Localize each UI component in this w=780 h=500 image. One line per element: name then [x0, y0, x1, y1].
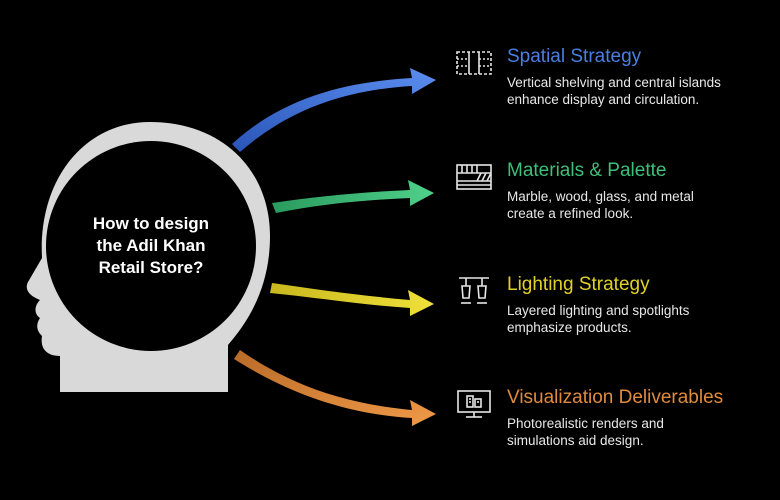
arrow-lighting-strategy [270, 283, 434, 316]
branch-title: Materials & Palette [507, 160, 667, 181]
central-question-line-2: the Adil Khan [96, 236, 206, 255]
central-question-line-1: How to design [92, 214, 210, 233]
branch-description-line: simulations aid design. [507, 433, 644, 448]
branch-description-line: Vertical shelving and central islands [507, 75, 721, 90]
arrow-spatial-strategy [232, 68, 436, 152]
central-question-line-3: Retail Store? [98, 258, 204, 277]
branch-description: Photorealistic renders and simulations a… [507, 415, 772, 449]
head-thought-circle [46, 141, 256, 351]
arrow-visualization-deliverables [234, 350, 436, 426]
arrow-materials-palette [272, 180, 434, 213]
central-question: How to design the Adil Khan Retail Store… [72, 213, 230, 279]
branch-title: Spatial Strategy [507, 46, 642, 67]
branch-description-line: create a refined look. [507, 206, 634, 221]
branch-description-line: emphasize products. [507, 320, 632, 335]
material-swatch-icon [455, 162, 493, 192]
branch-description-line: Photorealistic renders and [507, 416, 664, 431]
branch-description: Marble, wood, glass, and metal create a … [507, 188, 772, 222]
branch-description-line: Marble, wood, glass, and metal [507, 189, 694, 204]
monitor-render-icon [455, 389, 493, 419]
branch-description-line: enhance display and circulation. [507, 92, 700, 107]
pendant-lights-icon [455, 276, 493, 306]
branch-description: Vertical shelving and central islands en… [507, 74, 772, 108]
branch-title: Lighting Strategy [507, 274, 650, 295]
branch-title: Visualization Deliverables [507, 387, 724, 408]
grid-layout-icon [455, 48, 493, 78]
branch-description: Layered lighting and spotlights emphasiz… [507, 302, 772, 336]
branch-description-line: Layered lighting and spotlights [507, 303, 690, 318]
